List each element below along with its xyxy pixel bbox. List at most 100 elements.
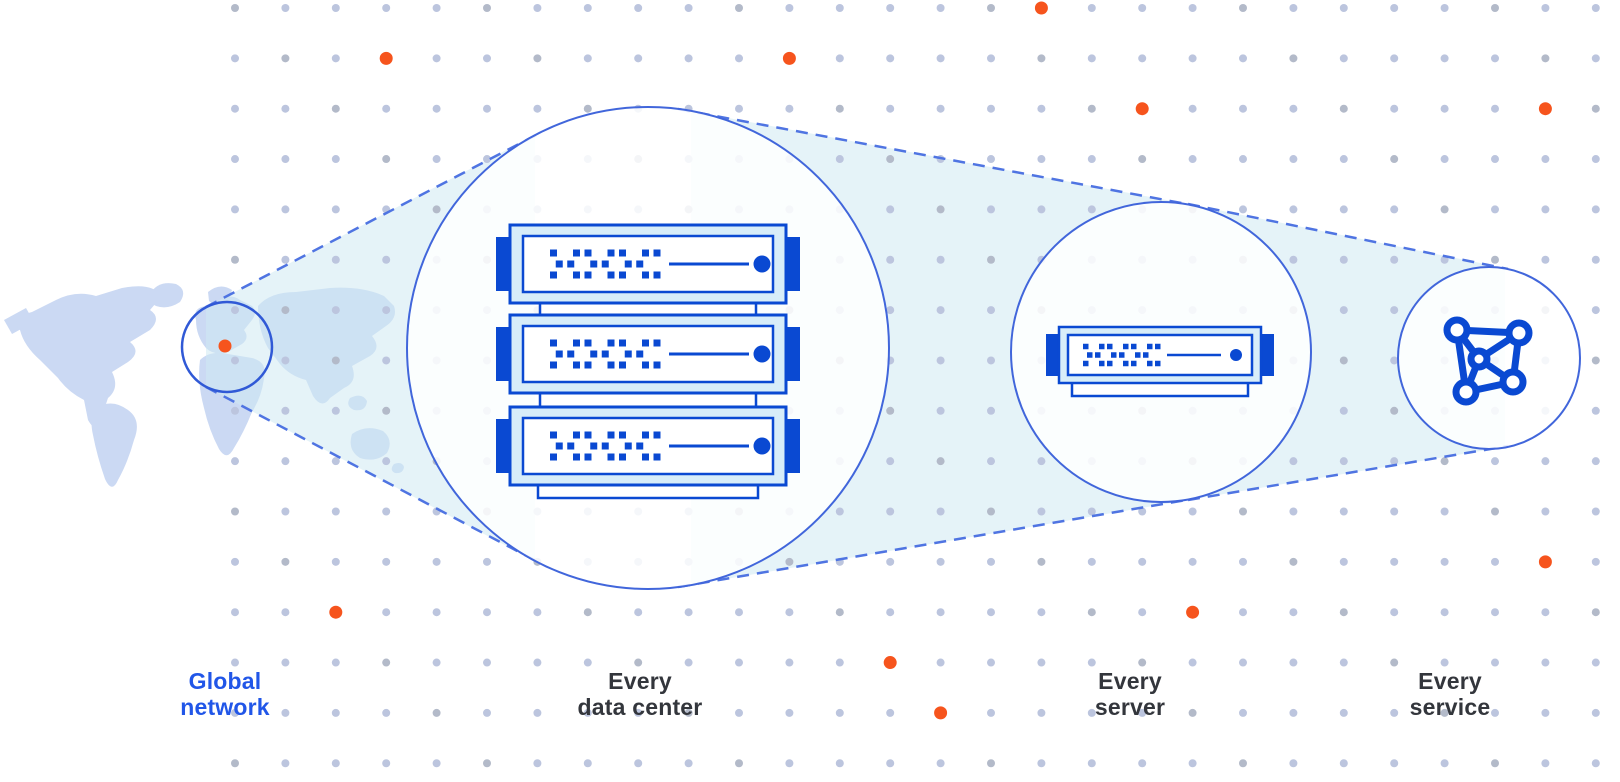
- grid-dot: [785, 708, 794, 717]
- grid-dot: [735, 658, 743, 667]
- grid-dot: [684, 759, 693, 768]
- grid-dot: [886, 4, 895, 12]
- grid-dot: [886, 255, 895, 264]
- grid-dot: [231, 608, 239, 617]
- grid-dot: [1390, 557, 1399, 566]
- location-marker-dot: [218, 339, 232, 353]
- server-side-tab: [496, 327, 512, 381]
- server-pixel: [1135, 352, 1141, 358]
- server-unit: [496, 313, 800, 395]
- grid-dot: [1339, 306, 1348, 315]
- grid-dot: [1390, 759, 1399, 768]
- server-front-dots: [550, 431, 661, 461]
- server-rack-icon: [496, 223, 800, 500]
- server-pixel: [607, 431, 615, 439]
- grid-dot: [382, 507, 391, 516]
- grid-dot: [1188, 759, 1197, 768]
- mesh-node: [1443, 316, 1471, 344]
- grid-dot: [684, 708, 693, 717]
- grid-dot: [785, 608, 794, 617]
- grid-dot: [533, 658, 542, 667]
- grid-dot: [281, 457, 290, 466]
- grid-dot: [1188, 507, 1197, 516]
- grid-dot: [1289, 708, 1298, 717]
- server-side-tab: [496, 419, 512, 473]
- grid-dot: [1289, 608, 1298, 617]
- guide-server-bottom: [1187, 444, 1509, 502]
- grid-dot: [987, 306, 995, 315]
- server-pixel: [619, 271, 626, 279]
- grid-dot: [1491, 708, 1499, 717]
- grid-dot: [483, 658, 491, 667]
- grid-dot: [886, 406, 895, 415]
- grid-dot: [1491, 104, 1499, 113]
- grid-dot: [1591, 507, 1600, 516]
- server-pixel: [1083, 360, 1089, 367]
- server-pixel: [607, 339, 615, 347]
- grid-dot: [987, 406, 995, 415]
- grid-dot: [684, 4, 693, 12]
- grid-dot: [1239, 608, 1247, 617]
- server-pixel: [601, 260, 609, 268]
- server-pixel: [1111, 352, 1117, 358]
- server-pixel: [573, 339, 580, 347]
- grid-dot: [1390, 406, 1399, 415]
- server-pixel: [584, 361, 592, 369]
- grid-dot: [533, 759, 542, 768]
- grid-dot: [1339, 54, 1348, 63]
- grid-dot: [281, 255, 290, 264]
- grid-dot: [835, 104, 844, 113]
- grid-dot: [1239, 557, 1247, 566]
- grid-dot: [1239, 708, 1247, 717]
- grid-dot: [1440, 155, 1449, 164]
- grid-dot: [331, 155, 340, 164]
- grid-dot: [483, 54, 491, 63]
- grid-dot: [835, 4, 844, 12]
- grid-dot: [1591, 104, 1600, 113]
- grid-dot: [1339, 759, 1348, 768]
- server-pixel: [584, 339, 592, 347]
- grid-dot: [1390, 708, 1399, 717]
- grid-dot: [281, 205, 290, 214]
- grid-dot: [1087, 4, 1096, 12]
- grid-dot: [1440, 205, 1449, 214]
- grid-dot: [987, 608, 995, 617]
- grid-dot: [483, 4, 491, 12]
- grid-dot: [1390, 507, 1399, 516]
- grid-dot: [684, 608, 693, 617]
- grid-dot: [1440, 457, 1449, 466]
- label-line: Every: [1418, 668, 1482, 694]
- grid-dot: [1591, 356, 1600, 365]
- grid-dot: [583, 658, 592, 667]
- server-pixel: [653, 361, 661, 369]
- grid-dot: [583, 759, 592, 768]
- grid-dot: [1440, 708, 1449, 717]
- grid-dot: [1440, 557, 1449, 566]
- grid-dot: [886, 457, 895, 466]
- accent-dot: [1538, 555, 1552, 569]
- grid-dot: [634, 708, 643, 717]
- label-global-network: Global network: [180, 668, 270, 720]
- server-power-led: [753, 437, 771, 455]
- single-server-icon: [1046, 325, 1274, 398]
- server-pixel: [1123, 360, 1129, 367]
- server-pixel: [642, 271, 649, 279]
- grid-dot: [936, 4, 945, 12]
- grid-dot: [1491, 255, 1499, 264]
- grid-dot: [1239, 4, 1247, 12]
- grid-dot: [1339, 104, 1348, 113]
- map-north-america: [16, 286, 162, 428]
- grid-dot: [1087, 759, 1096, 768]
- grid-dot: [231, 54, 239, 63]
- grid-dot: [583, 104, 592, 113]
- grid-dot: [432, 205, 441, 214]
- accent-dot: [1135, 102, 1149, 116]
- grid-dot: [886, 205, 895, 214]
- grid-dot: [382, 457, 391, 466]
- server-pixel: [619, 249, 626, 257]
- server-pixel: [619, 361, 626, 369]
- server-side-tab: [1046, 334, 1060, 376]
- grid-dot: [1541, 255, 1550, 264]
- grid-dot: [231, 759, 239, 768]
- grid-dot: [1037, 557, 1046, 566]
